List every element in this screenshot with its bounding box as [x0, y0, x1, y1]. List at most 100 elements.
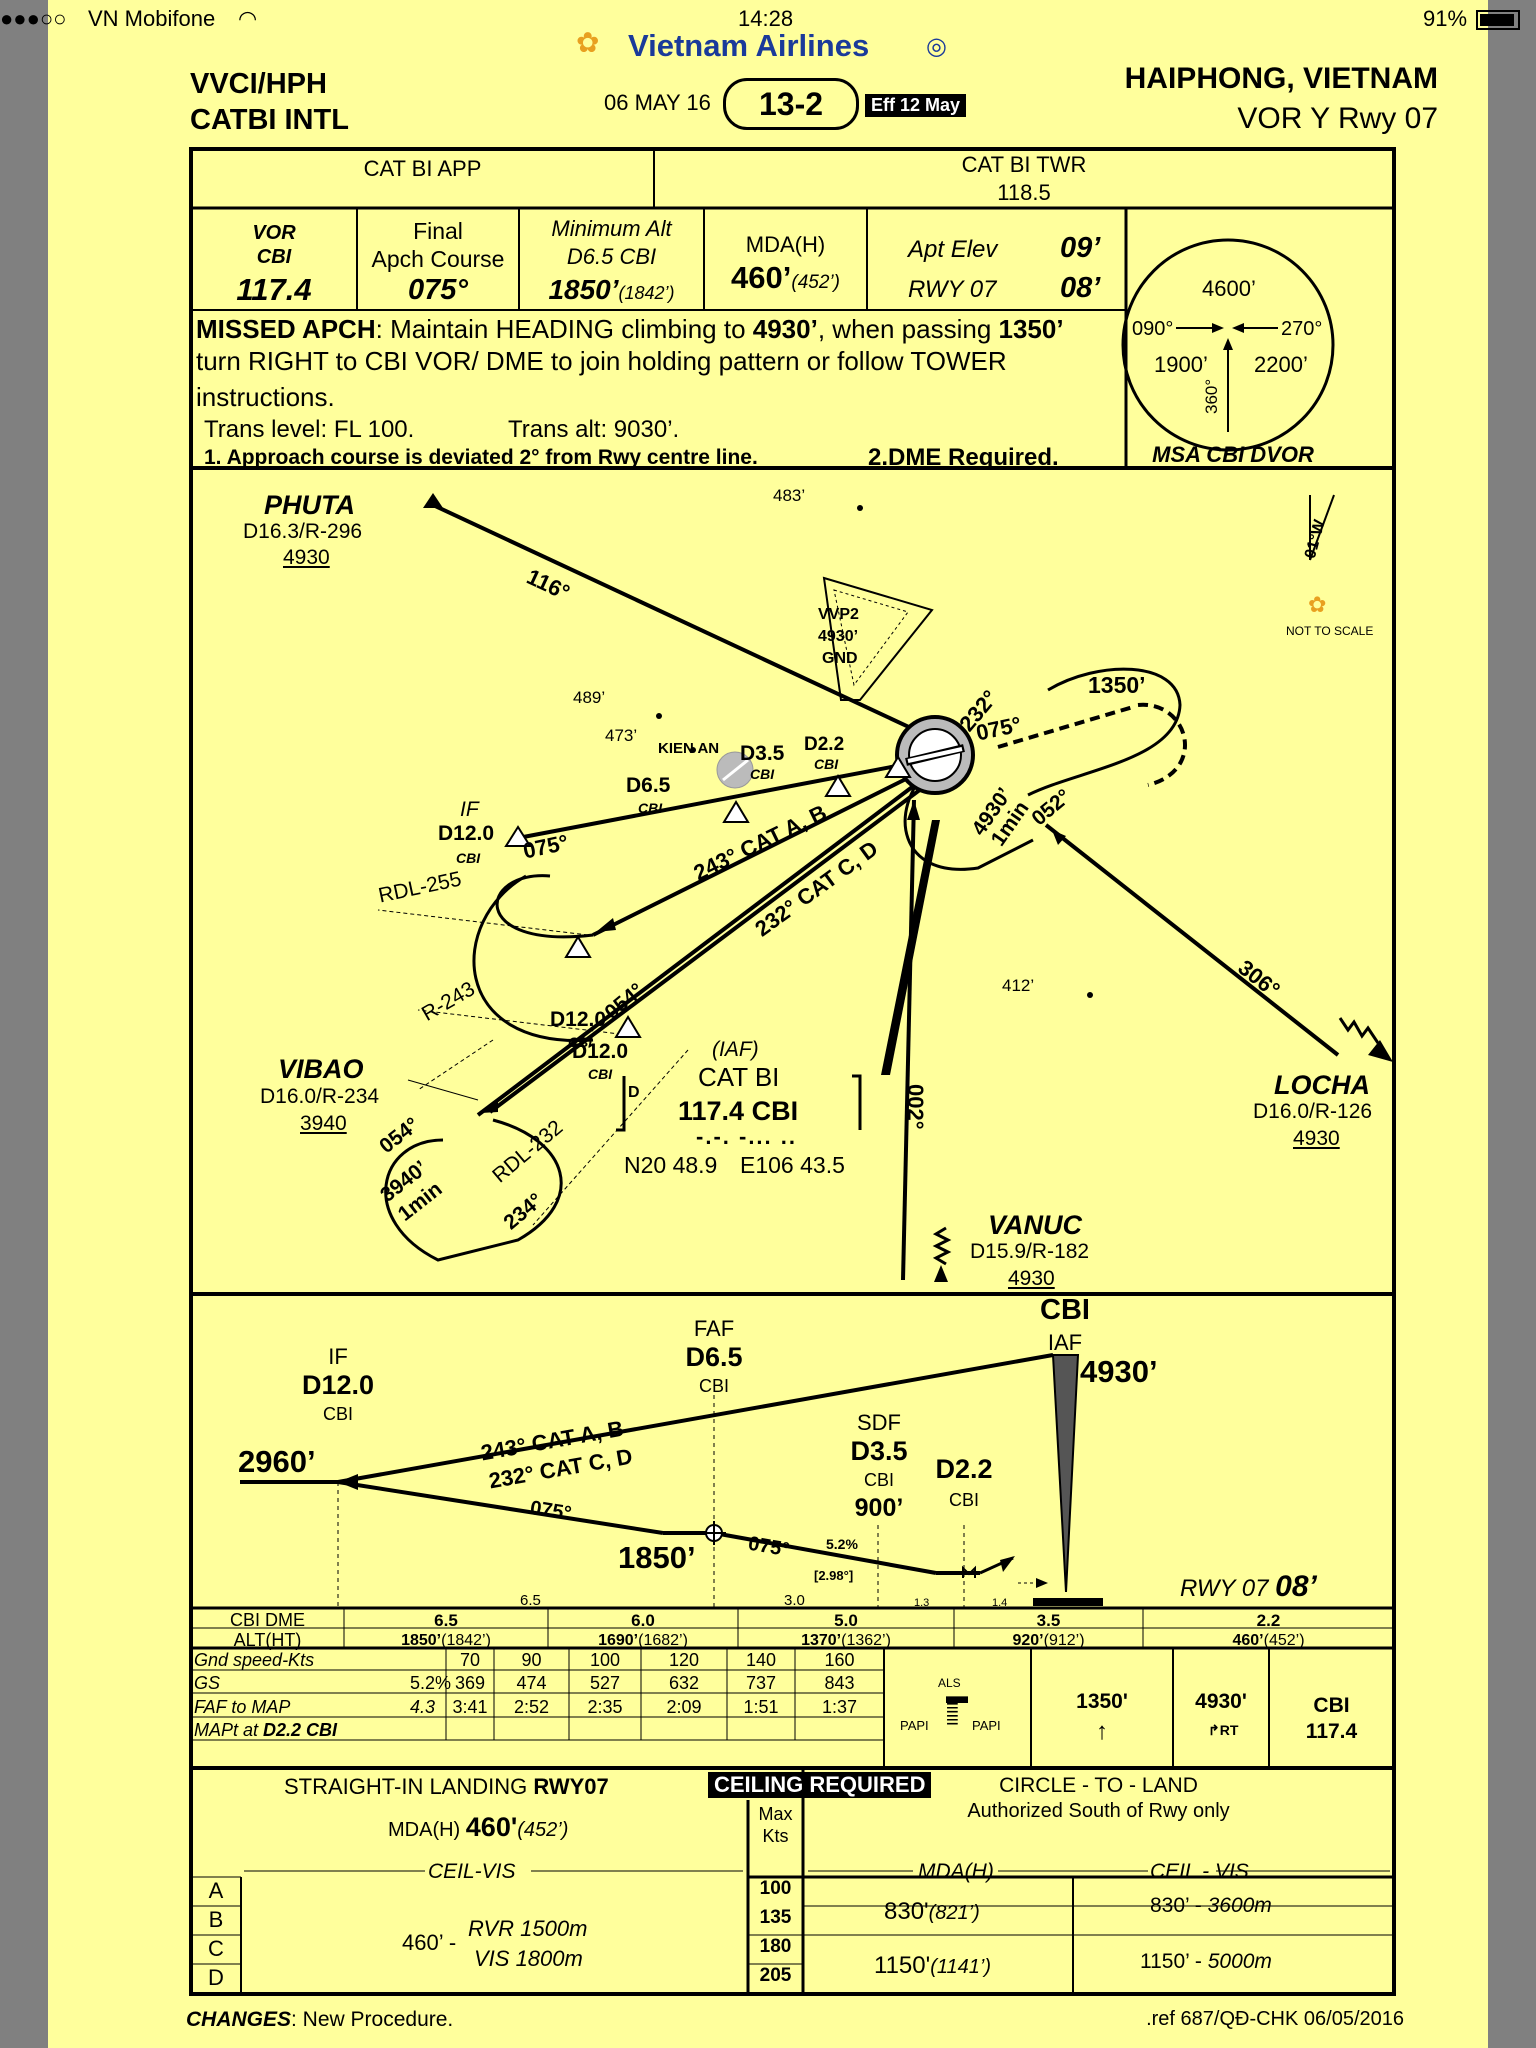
- circle-to-land-restriction: Authorized South of Rwy only: [967, 1800, 1230, 1822]
- profile-faf-ref: CBI: [698, 1376, 729, 1396]
- msa-bearing-270: 270°: [1281, 318, 1323, 340]
- category-c: C: [208, 1936, 224, 1961]
- profile-d22-fix: D2.2: [935, 1454, 993, 1484]
- mda-label: MDA(H): [745, 232, 826, 257]
- fix-vibao-altitude: 3940: [300, 1112, 347, 1135]
- effective-date: Eff 12 May: [865, 94, 967, 117]
- gs-time-70: 3:41: [452, 1697, 488, 1717]
- if-label: IF: [460, 798, 479, 821]
- category-d: D: [208, 1965, 224, 1990]
- gs-rate-160: 843: [824, 1673, 855, 1693]
- airfield-kien-an: KIEN AN: [658, 740, 720, 757]
- restricted-area-floor: GND: [822, 650, 858, 667]
- vor-frequency: 117.4: [236, 272, 312, 307]
- fix-d35: D3.5: [740, 742, 785, 765]
- gs-table-distance: 4.3: [410, 1697, 436, 1717]
- profile-dist-30: 3.0: [784, 1592, 805, 1609]
- iaf-label: (IAF): [712, 1038, 759, 1061]
- tower-label: CAT BI TWR: [961, 152, 1087, 177]
- dme-alt-2: 1690’(1682’): [598, 1632, 688, 1649]
- fix-vibao-radial: D16.0/R-234: [260, 1085, 380, 1108]
- spot-elevation-489: 489’: [573, 688, 606, 707]
- dme-col-4: 3.5: [1036, 1611, 1061, 1630]
- plan-view: [377, 493, 1393, 1282]
- dme-col-3: 5.0: [834, 1611, 858, 1630]
- fix-phuta-radial: D16.3/R-296: [243, 520, 363, 543]
- not-to-scale-note: NOT TO SCALE: [1286, 624, 1374, 638]
- gs-speed-120: 120: [668, 1650, 700, 1670]
- profile-cbi-altitude: 4930’: [1080, 1354, 1158, 1389]
- approach-freq-label: CAT BI APP: [363, 156, 482, 181]
- missed-climb-altitude: 1350': [1076, 1690, 1128, 1713]
- fix-vanuc: VANUC: [988, 1210, 1082, 1240]
- fix-d12-vibao-ref: CBI: [568, 1034, 593, 1050]
- profile-runway: RWY 07 08’: [1180, 1570, 1317, 1603]
- transition-level: Trans level: FL 100.: [204, 416, 415, 443]
- profile-faf-fix: D6.5: [685, 1342, 743, 1372]
- final-course-label: Final: [413, 218, 463, 244]
- dme-alt-4: 920’(912’): [1012, 1632, 1085, 1649]
- profile-if-label: IF: [328, 1344, 348, 1369]
- cat-c-max-speed: 180: [759, 1936, 792, 1957]
- mda-value: 460’(452’): [731, 260, 840, 295]
- fix-d12-hold: D12.0: [572, 1040, 629, 1063]
- gs-speed-90: 90: [521, 1650, 542, 1670]
- fix-vanuc-radial: D15.9/R-182: [970, 1240, 1090, 1263]
- battery-percent: 91%: [1423, 6, 1468, 31]
- dme-alt-5: 460’(452’): [1232, 1632, 1305, 1649]
- gs-speed-140: 140: [745, 1650, 777, 1670]
- papi-left-label: PAPI: [900, 1718, 929, 1733]
- changes-note: CHANGES: New Procedure.: [186, 2008, 454, 2031]
- vor-label: VOR: [252, 222, 296, 244]
- lotus-logo-icon: ✿: [576, 27, 600, 58]
- vor-ident: CBI: [256, 246, 292, 268]
- wifi-icon: ◠: [238, 6, 258, 31]
- gs-time-120: 2:09: [666, 1697, 702, 1717]
- straight-in-ceil-vis-label: CEIL-VIS: [428, 1860, 516, 1883]
- min-alt-label: Minimum Alt: [551, 216, 672, 241]
- straight-in-ceiling: 460’ -: [402, 1930, 457, 1955]
- msa-circle: [1121, 238, 1335, 452]
- straight-in-title: STRAIGHT-IN LANDING RWY07: [284, 1774, 609, 1799]
- profile-dist-13: 1.3: [914, 1597, 930, 1609]
- icao-code: VVCI/HPH: [190, 68, 327, 100]
- final-course-value: 075°: [408, 274, 468, 306]
- profile-dist-65: 6.5: [520, 1592, 541, 1609]
- fix-vibao: VIBAO: [278, 1054, 364, 1084]
- missed-approach-text-3: instructions.: [196, 382, 335, 412]
- fix-phuta-altitude: 4930: [283, 546, 330, 569]
- profile-gradient: 5.2%: [826, 1536, 858, 1552]
- chart-number: 13-2: [723, 78, 859, 130]
- navaid-name: CAT BI: [698, 1062, 780, 1092]
- gs-rate-90: 474: [516, 1673, 547, 1693]
- navaid-morse: -.-. -... ..: [696, 1124, 797, 1149]
- gs-table-speed-label: Gnd speed-Kts: [194, 1650, 315, 1670]
- fix-locha-altitude: 4930: [1293, 1127, 1340, 1150]
- msa-bearing-090: 090°: [1132, 318, 1174, 340]
- profile-if-fix: D12.0: [301, 1370, 375, 1400]
- cat-b-max-speed: 135: [759, 1907, 792, 1928]
- max-speed-label: Max: [758, 1804, 793, 1824]
- gs-rate-100: 527: [589, 1673, 621, 1693]
- circle-mda-label: MDA(H): [918, 1860, 994, 1883]
- cat-d-max-speed: 205: [759, 1965, 792, 1986]
- profile-dist-14: 1.4: [992, 1597, 1008, 1609]
- reference-note: .ref 687/QĐ-CHK 06/05/2016: [1146, 2008, 1404, 2030]
- straight-in-vis: VIS 1800m: [474, 1946, 583, 1971]
- profile-if-altitude: 2960’: [238, 1444, 316, 1479]
- gs-rate-140: 737: [745, 1673, 777, 1693]
- transition-altitude: Trans alt: 9030’.: [508, 416, 680, 443]
- category-a: A: [208, 1878, 224, 1903]
- fix-d12-vibao: D12.0: [550, 1008, 607, 1031]
- missed-navaid: CBI: [1313, 1694, 1350, 1717]
- circle-ab-ceil-vis: 830’ - 3600m: [1150, 1894, 1272, 1917]
- gs-rate-120: 632: [668, 1673, 700, 1693]
- navaid-longitude: E106 43.5: [740, 1152, 845, 1178]
- airport-name: CATBI INTL: [190, 104, 349, 136]
- spot-elevation-412: 412’: [1002, 976, 1035, 995]
- north-arrow-icon: ✿: [1308, 592, 1327, 617]
- fix-locha: LOCHA: [1274, 1070, 1370, 1100]
- final-course-label-2: Apch Course: [371, 246, 505, 272]
- fix-phuta: PHUTA: [264, 490, 355, 520]
- spot-elevation-483: 483’: [773, 486, 806, 505]
